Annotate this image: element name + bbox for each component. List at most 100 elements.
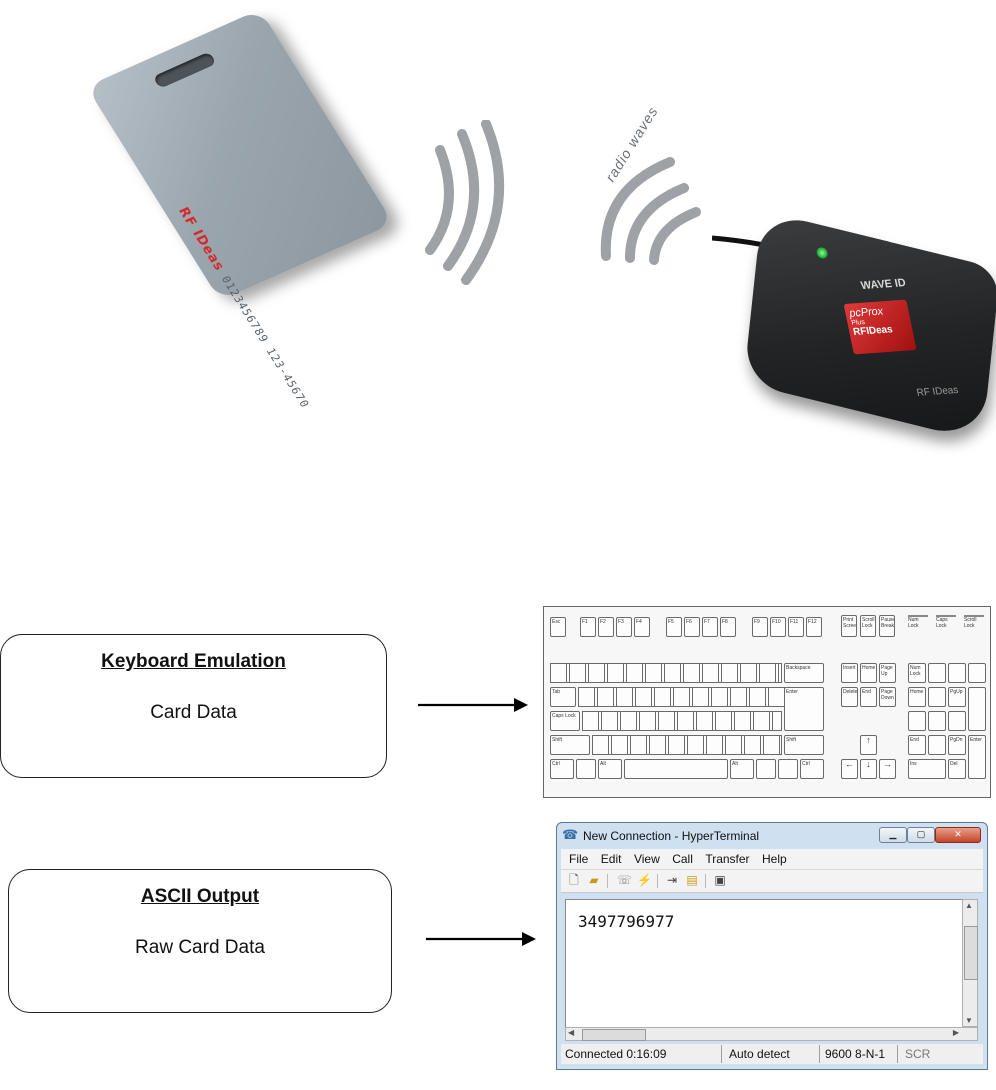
key-pause-break: Pause Break (879, 615, 895, 637)
status-divider (897, 1045, 898, 1063)
key-numpad-multiply (948, 663, 966, 683)
terminal-screen[interactable]: 3497796977 (565, 899, 964, 1029)
arrow-to-terminal-icon (426, 932, 536, 946)
card-print: RF IDeas 0123456789 123-45670 (175, 205, 328, 434)
maximize-button[interactable]: ▢ (907, 827, 935, 843)
key-space (624, 759, 728, 779)
scroll-left-icon[interactable]: ◀ (568, 1028, 575, 1037)
close-button[interactable]: ✕ (935, 827, 981, 843)
keyboard-emulation-subtitle: Card Data (150, 702, 237, 723)
rfid-card: RF IDeas 0123456789 123-45670 (86, 9, 394, 410)
key-numpad-9: PgUp (948, 687, 966, 707)
key-numpad-3: PgDn (948, 735, 966, 755)
key-menu (778, 759, 798, 779)
arrow-down-key-icon: ↓ (860, 759, 877, 779)
key-f7: F7 (702, 617, 718, 637)
key-page-down: Page Down (879, 687, 896, 707)
key-numpad-0: Ins (908, 759, 946, 779)
horizontal-scroll-thumb[interactable] (582, 1029, 646, 1041)
toolbar-separator (705, 874, 706, 888)
scroll-right-icon[interactable]: ▶ (952, 1028, 959, 1037)
key-shift-right: Shift (784, 735, 824, 755)
menu-call[interactable]: Call (672, 852, 693, 866)
menu-bar: File Edit View Call Transfer Help (561, 849, 983, 870)
shift-row-keys (592, 735, 782, 755)
card-numbers: 0123456789 123-45670 (218, 274, 312, 411)
indicator-num-lock: Num Lock (908, 615, 928, 639)
status-divider (721, 1045, 722, 1063)
keyboard-illustration: Esc F1 F2 F3 F4 F5 F6 F7 F8 F9 F10 F11 F… (543, 606, 991, 798)
toolbar-separator (657, 874, 658, 888)
rfid-reader: WAVE ID pcProx Plus RFIDeas RF IDeas (743, 210, 996, 442)
key-f2: F2 (598, 617, 614, 637)
reader-badge: pcProx Plus RFIDeas (843, 299, 917, 355)
key-backspace: Backspace (784, 663, 824, 683)
qwerty-row-keys (578, 687, 804, 707)
menu-view[interactable]: View (633, 852, 660, 866)
key-numpad-4 (908, 711, 926, 731)
card-brand: RF IDeas (174, 205, 228, 274)
key-numpad-7: Home (908, 687, 926, 707)
key-numpad-minus (968, 663, 986, 683)
horizontal-scrollbar[interactable]: ◀ ▶ (565, 1027, 978, 1041)
key-print-screen: Print Screen (841, 615, 857, 637)
scroll-up-icon[interactable]: ▲ (965, 901, 973, 910)
keyboard-emulation-title: Keyboard Emulation (101, 651, 286, 672)
key-home: Home (860, 663, 877, 683)
key-win-left (576, 759, 596, 779)
ascii-output-title: ASCII Output (140, 886, 260, 907)
hyperterminal-app-icon: ☎ (562, 827, 579, 842)
new-document-icon[interactable]: 🗋 (569, 873, 579, 887)
key-numpad-8 (928, 687, 946, 707)
menu-file[interactable]: File (569, 852, 589, 866)
send-file-icon[interactable]: ⇥ (666, 873, 678, 887)
vertical-scroll-thumb[interactable] (964, 926, 978, 980)
properties-icon[interactable]: ▣ (714, 873, 726, 887)
key-numpad-2 (928, 735, 946, 755)
key-win-right (756, 759, 776, 779)
toolbar-separator (607, 874, 608, 888)
key-f10: F10 (770, 617, 786, 637)
key-shift-left: Shift (550, 735, 590, 755)
key-f8: F8 (720, 617, 736, 637)
key-end: End (860, 687, 877, 707)
key-numpad-6 (948, 711, 966, 731)
keyboard-emulation-box: Keyboard Emulation Card Data (0, 634, 387, 778)
key-scroll-lock: Scroll Lock (860, 615, 876, 637)
window-title: New Connection - HyperTerminal (583, 829, 760, 843)
arrow-right-key-icon: → (879, 759, 896, 779)
terminal-output: 3497796977 (578, 912, 675, 931)
key-insert: Insert (841, 663, 858, 683)
status-connected: Connected 0:16:09 (565, 1047, 667, 1061)
menu-help[interactable]: Help (762, 852, 787, 866)
toolbar: 🗋 ▰ ☏ ⚡ ⇥ ▤ ▣ (561, 870, 983, 893)
key-f4: F4 (634, 617, 650, 637)
key-f12: F12 (806, 617, 822, 637)
hyperterminal-window: ☎ New Connection - HyperTerminal ▁ ▢ ✕ F… (556, 822, 988, 1070)
phone-icon[interactable]: ☏ (617, 873, 633, 887)
key-numpad-plus (968, 687, 986, 731)
menu-edit[interactable]: Edit (600, 852, 622, 866)
key-tab: Tab (550, 687, 576, 707)
key-f5: F5 (666, 617, 682, 637)
key-page-up: Page Up (879, 663, 896, 683)
menu-transfer[interactable]: Transfer (705, 852, 750, 866)
arrow-up-key-icon: ↑ (860, 735, 877, 755)
status-bar: Connected 0:16:09 Auto detect 9600 8-N-1… (561, 1044, 983, 1064)
status-divider (819, 1045, 820, 1063)
disconnect-icon[interactable]: ⚡ (637, 873, 652, 887)
minimize-button[interactable]: ▁ (879, 827, 907, 843)
key-f3: F3 (616, 617, 632, 637)
key-numpad-enter: Enter (968, 735, 986, 779)
ascii-output-box: ASCII Output Raw Card Data (8, 869, 392, 1013)
indicator-caps-lock: Caps Lock (936, 615, 956, 639)
key-f11: F11 (788, 617, 804, 637)
status-scroll: SCR (905, 1047, 931, 1061)
vertical-scrollbar[interactable]: ▲ ▼ (962, 899, 978, 1027)
scroll-down-icon[interactable]: ▼ (965, 1016, 973, 1025)
status-settings: 9600 8-N-1 (825, 1047, 886, 1061)
open-folder-icon[interactable]: ▰ (589, 873, 599, 887)
key-numpad-num-lock: Num Lock (908, 663, 926, 683)
receive-file-icon[interactable]: ▤ (686, 873, 698, 887)
key-numpad-decimal: Del (948, 759, 966, 779)
